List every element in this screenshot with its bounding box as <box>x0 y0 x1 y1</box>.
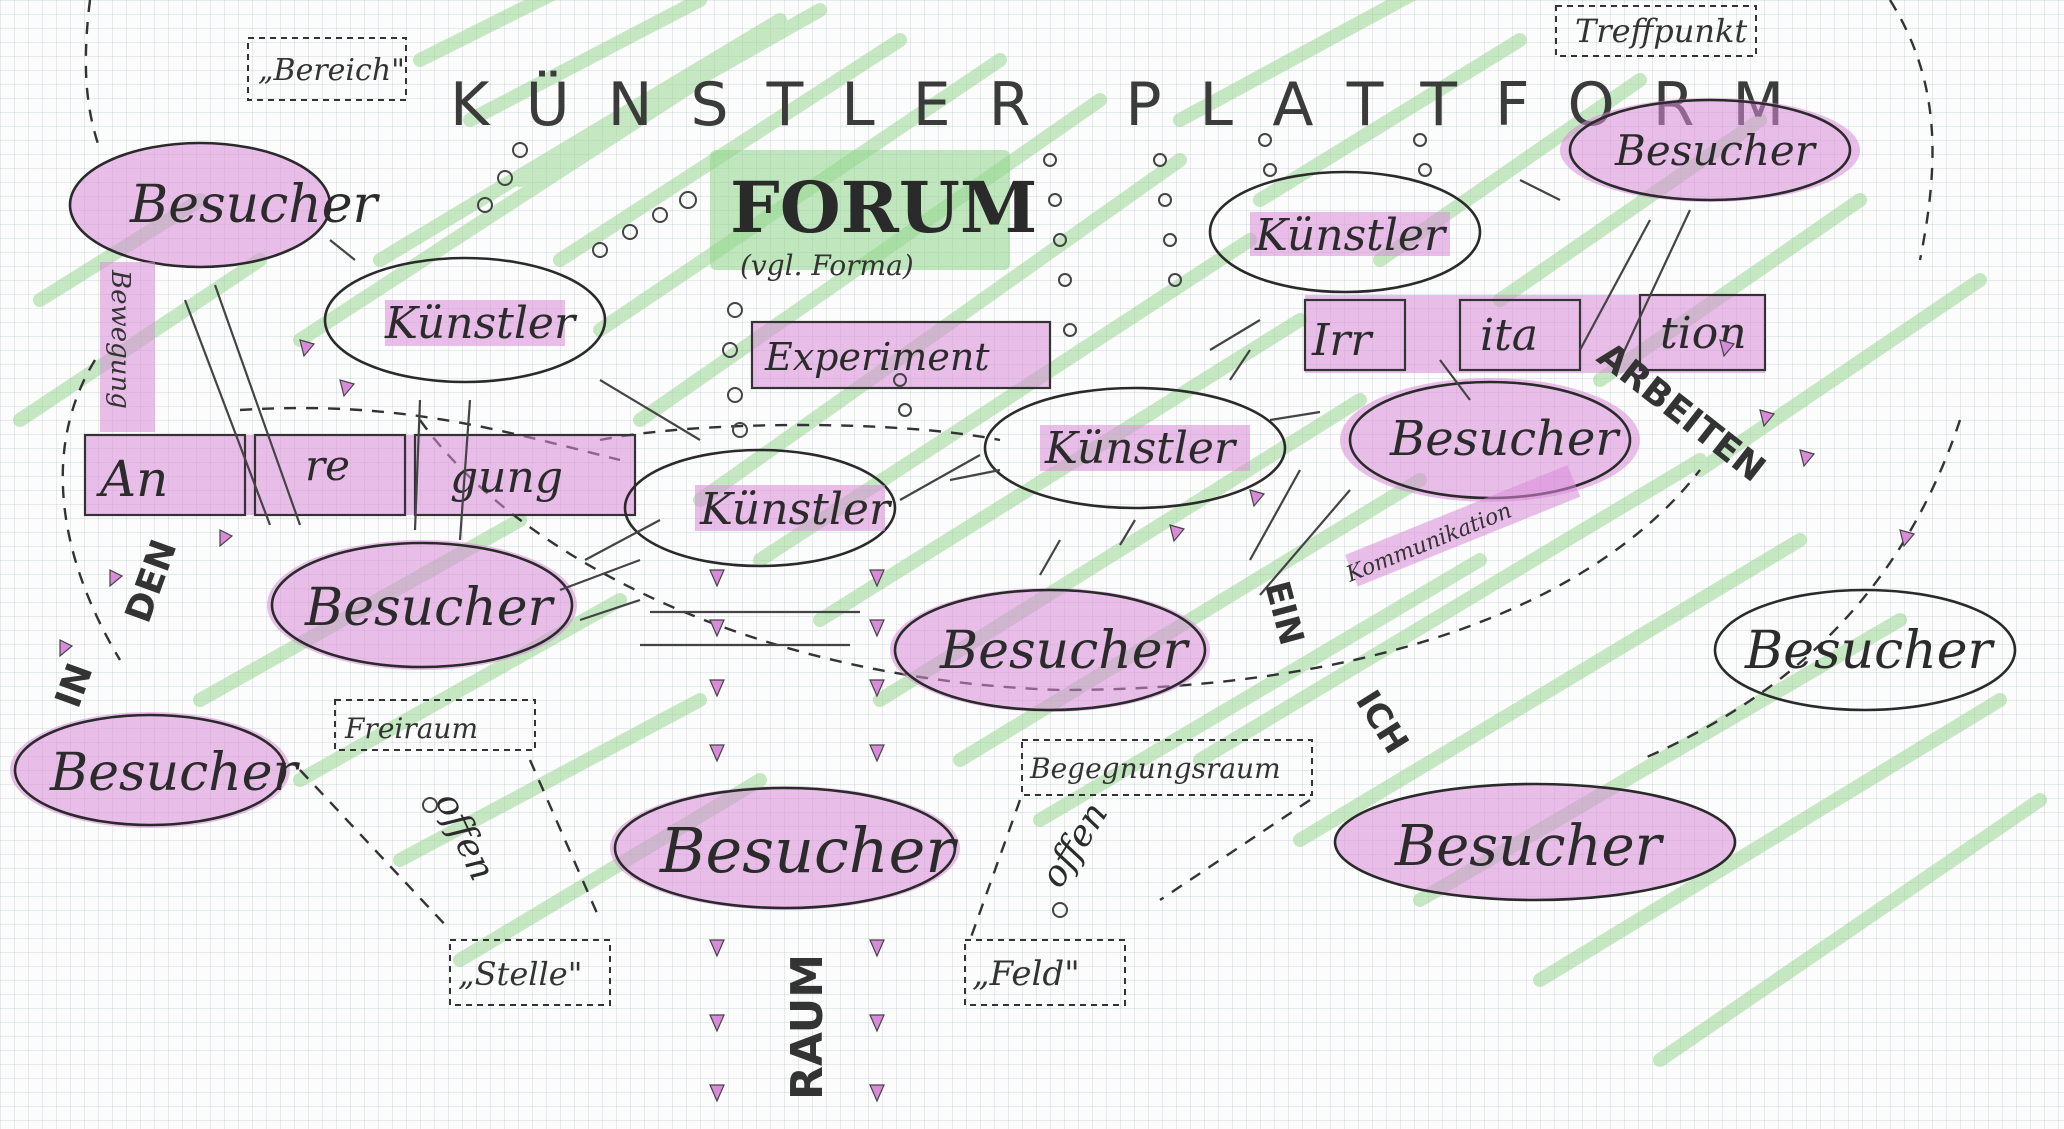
flow-word-in: IN <box>48 658 101 713</box>
kuenstler-label-4: Künstler <box>1254 210 1448 261</box>
besucher-node-7: Besucher <box>10 712 301 828</box>
stelle-label: „Stelle" <box>458 955 582 993</box>
besucher-node-4: Besucher <box>1340 378 1640 502</box>
besucher-node-9: Besucher <box>1335 784 1735 900</box>
kuenstler-node-3: Künstler <box>985 388 1285 508</box>
besucher-label-5: Besucher <box>1614 126 1818 175</box>
bewegung-label-group: Bewegung <box>100 262 155 432</box>
anregung-part-2: re <box>305 441 350 490</box>
bewegung-label: Bewegung <box>105 269 135 409</box>
flow-word-den: DEN <box>118 535 185 629</box>
irritation-part-2: ita <box>1480 310 1538 361</box>
flow-word-ich: ICH <box>1347 684 1416 761</box>
freiraum-label: Freiraum <box>344 712 478 745</box>
besucher-label-1: Besucher <box>129 175 381 235</box>
kuenstler-node-1: Künstler <box>325 258 605 382</box>
kuenstler-label-2: Künstler <box>699 484 893 535</box>
besucher-node-1: Besucher <box>70 143 381 267</box>
treffpunkt-label: Treffpunkt <box>1575 12 1747 50</box>
kuenstler-label-3: Künstler <box>1044 423 1238 474</box>
besucher-node-3: Besucher <box>890 588 1210 712</box>
besucher-label-6: Besucher <box>1744 621 1996 681</box>
forum-subtitle: (vgl. Forma) <box>740 249 914 282</box>
kuenstler-label-1: Künstler <box>384 298 578 349</box>
besucher-node-8: Besucher <box>610 786 960 910</box>
kuenstler-node-4: Künstler <box>1210 172 1480 292</box>
besucher-label-2: Besucher <box>304 578 556 638</box>
anregung-group: An re gung <box>85 435 635 515</box>
anregung-part-3: gung <box>450 452 563 503</box>
flow-word-ein: EIN <box>1256 577 1311 650</box>
kuenstler-node-2: Künstler <box>625 450 895 566</box>
anregung-part-1: An <box>96 450 168 508</box>
besucher-label-8: Besucher <box>659 814 958 887</box>
flow-word-raum: RAUM <box>782 954 833 1100</box>
irritation-group: Irr ita tion <box>1305 295 1765 373</box>
begegnungsraum-zone: Begegnungsraum offen „Feld" <box>965 740 1312 1005</box>
experiment-label: Experiment <box>764 335 990 379</box>
besucher-label-4: Besucher <box>1389 411 1621 467</box>
irritation-part-3: tion <box>1660 308 1747 359</box>
irritation-part-1: Irr <box>1311 315 1374 366</box>
besucher-label-7: Besucher <box>49 743 301 803</box>
besucher-label-3: Besucher <box>939 621 1191 681</box>
besucher-label-9: Besucher <box>1394 814 1665 879</box>
begegnungsraum-label: Begegnungsraum <box>1029 752 1281 785</box>
feld-label: „Feld" <box>972 954 1080 994</box>
besucher-node-2: Besucher <box>267 540 577 670</box>
besucher-node-6: Besucher <box>1715 590 2015 710</box>
besucher-node-5: Besucher <box>1560 98 1860 202</box>
bereich-label: „Bereich" <box>258 53 405 88</box>
forum-title: FORUM <box>730 166 1037 249</box>
